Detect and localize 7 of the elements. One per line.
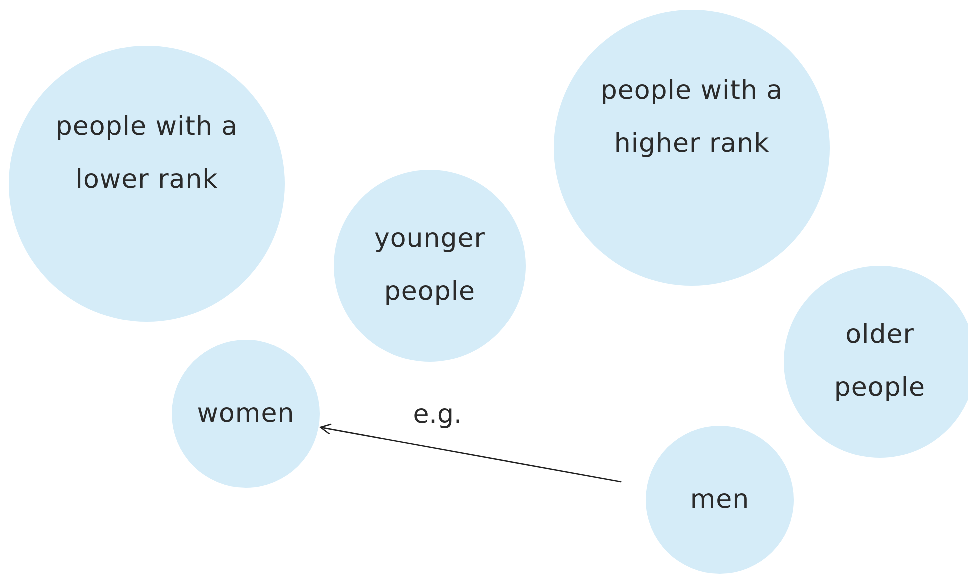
node-label: men bbox=[690, 484, 750, 516]
node-label: people with a higher rank bbox=[600, 75, 784, 161]
arrow bbox=[320, 424, 622, 483]
node-label: older people bbox=[833, 319, 927, 405]
node-label: women bbox=[197, 398, 295, 430]
node-label: people with a lower rank bbox=[54, 111, 240, 197]
node-label: younger people bbox=[374, 223, 486, 309]
